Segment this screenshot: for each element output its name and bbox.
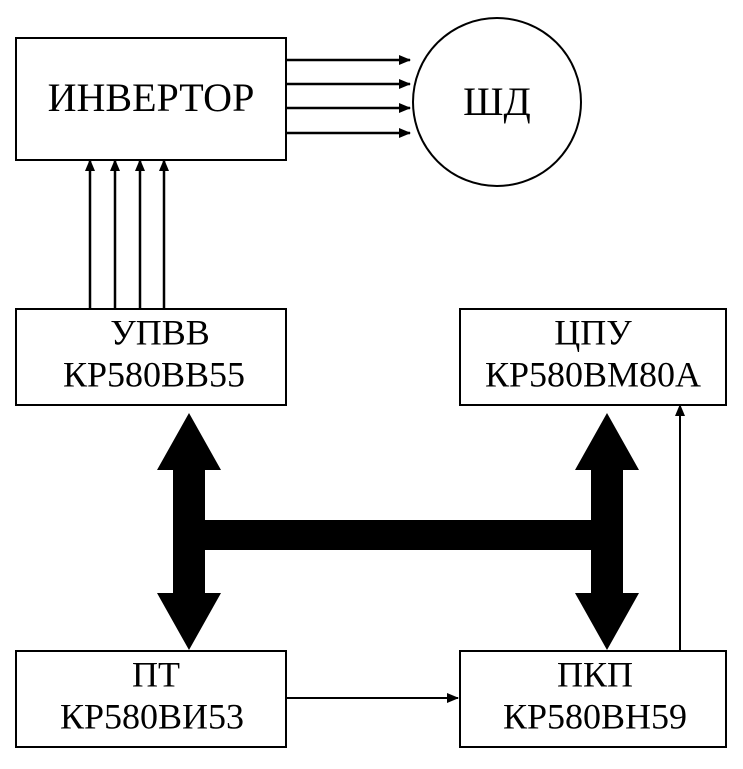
motor-label: ШД <box>463 79 531 124</box>
ppi-to-inverter-arrows <box>85 159 169 309</box>
timer-block: ПТ КР580ВИ53 <box>15 650 287 748</box>
timer-name: ПТ <box>132 654 180 694</box>
system-bus <box>157 413 639 650</box>
pic-chip: КР580ВН59 <box>503 696 687 736</box>
bus-horizontal <box>202 520 602 550</box>
inverter-block: ИНВЕРТОР <box>15 37 287 161</box>
ppi-block: УПВВ КР580ВВ55 <box>15 308 287 406</box>
timer-chip: КР580ВИ53 <box>60 696 244 736</box>
ppi-chip: КР580ВВ55 <box>63 354 245 394</box>
bus-arrow-right <box>575 413 639 650</box>
bus-arrow-left <box>157 413 221 650</box>
ppi-name: УПВВ <box>110 312 210 352</box>
cpu-name: ЦПУ <box>554 312 632 352</box>
cpu-chip: КР580ВМ80А <box>485 354 701 394</box>
pic-block: ПКП КР580ВН59 <box>459 650 727 748</box>
motor-block: ШД <box>412 17 582 187</box>
pic-name: ПКП <box>557 654 633 694</box>
inverter-to-motor-arrows <box>286 55 411 138</box>
cpu-block: ЦПУ КР580ВМ80А <box>459 308 727 406</box>
inverter-label: ИНВЕРТОР <box>48 75 255 120</box>
